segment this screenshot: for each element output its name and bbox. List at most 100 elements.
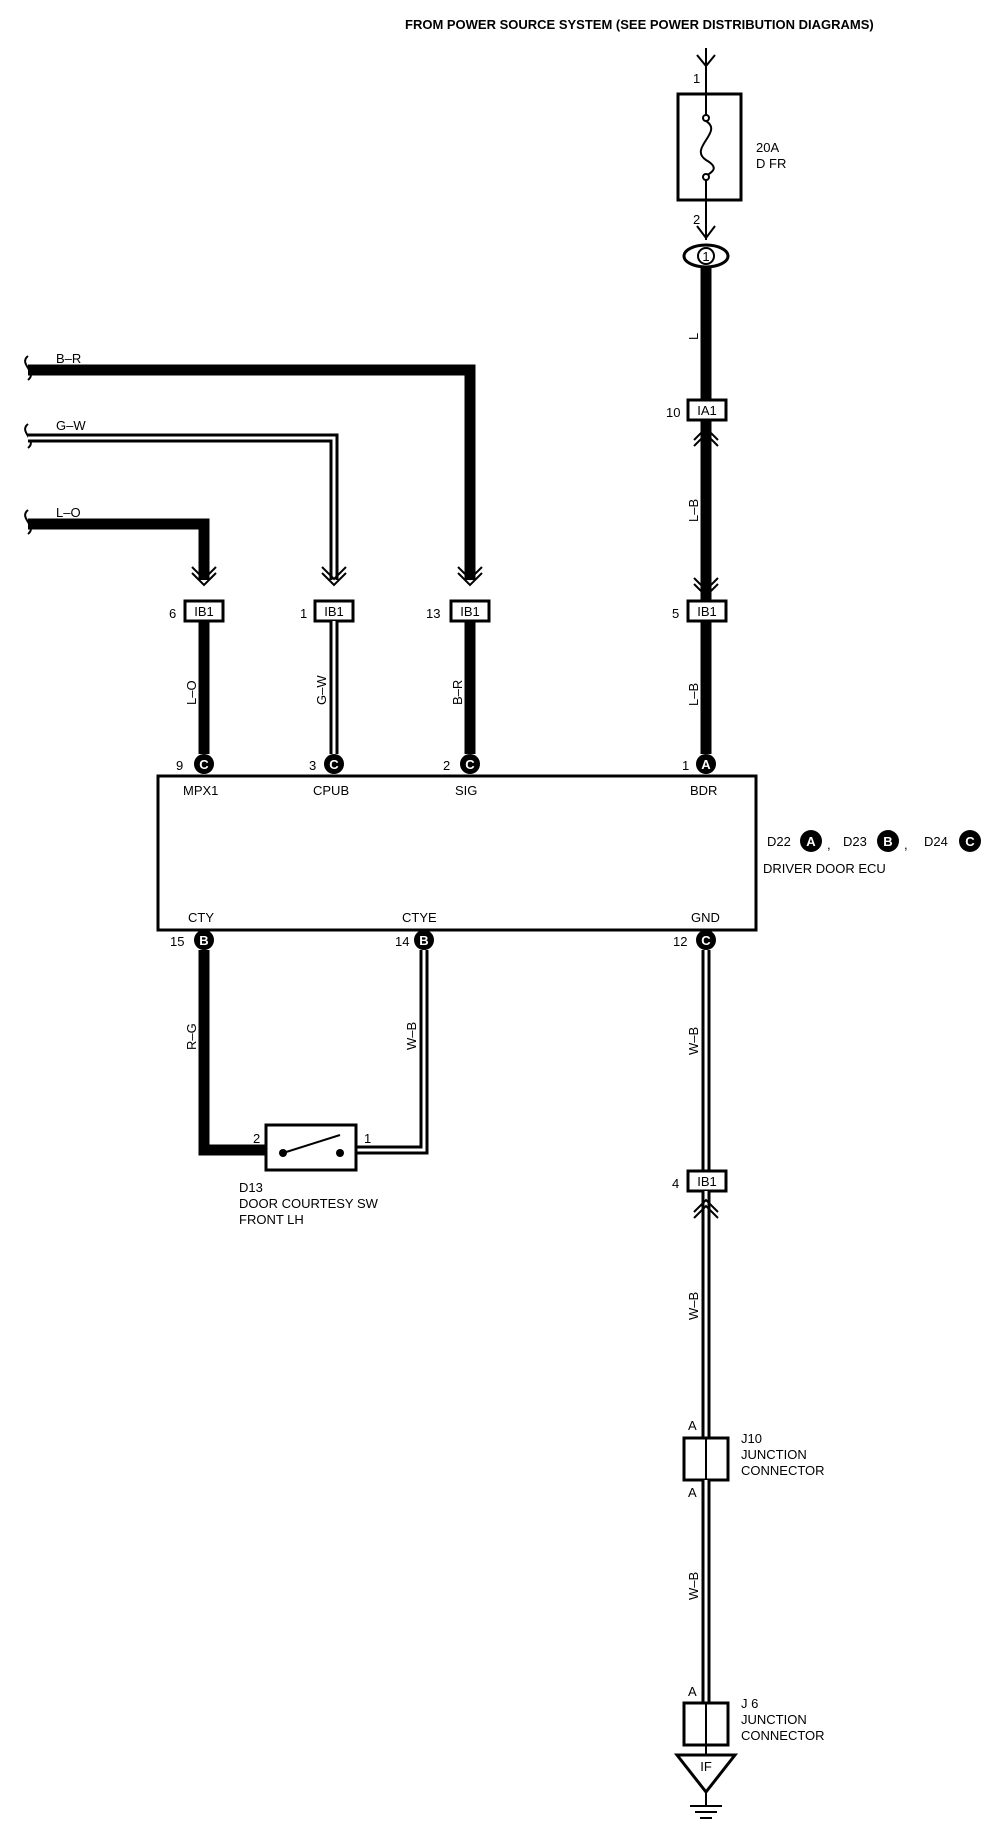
wire-wb-gnd-mid <box>693 1191 719 1438</box>
wire-label-lb-lower: L–B <box>686 683 701 706</box>
ecu-title: DRIVER DOOR ECU <box>763 861 886 876</box>
wire-label-wb-gnd-low: W–B <box>686 1572 701 1600</box>
ib1-gnd-name: IB1 <box>697 1174 717 1189</box>
ib1-lo-pin: 6 <box>169 606 176 621</box>
wire-label-gw-in: G–W <box>56 418 86 433</box>
fuse-pin-out: 2 <box>693 212 700 227</box>
ctye-pin: 14 <box>395 934 409 949</box>
wire-label-wb-ctye: W–B <box>404 1022 419 1050</box>
wire-lo-incoming <box>24 509 217 587</box>
terminal-gnd: GND 12 C <box>673 910 720 950</box>
terminal-mpx1: 9 C MPX1 <box>176 754 218 798</box>
ecu-ref-sep-2: , <box>904 837 908 852</box>
ecu-ref-sep-1: , <box>827 837 831 852</box>
bdr-letter: A <box>701 757 711 772</box>
bdr-label: BDR <box>690 783 717 798</box>
wire-rg <box>198 950 266 1156</box>
wire-lb-upper <box>693 420 719 600</box>
fuse-name: D FR <box>756 156 786 171</box>
cpub-letter: C <box>329 757 339 772</box>
fuse-to-splice-wire <box>696 200 716 240</box>
ecu-ref-a-id: D22 <box>767 834 791 849</box>
wire-label-l: L <box>686 333 701 340</box>
wire-label-lo-ecu: L–O <box>184 680 199 705</box>
wire-label-br-ecu: B–R <box>450 680 465 705</box>
ecu-ref-b-id: D23 <box>843 834 867 849</box>
ib1-power-pin: 5 <box>672 606 679 621</box>
switch-pin-right: 1 <box>364 1131 371 1146</box>
wire-label-rg: R–G <box>184 1023 199 1050</box>
fuse-rating: 20A <box>756 140 779 155</box>
ib1-gnd-pin: 4 <box>672 1176 679 1191</box>
wire-wb-ctye <box>356 950 429 1155</box>
ecu-ref-c-letter: C <box>965 834 975 849</box>
ground-label: IF <box>700 1759 712 1774</box>
j10-pin-top: A <box>688 1418 697 1433</box>
splice-point: 1 <box>682 243 730 269</box>
door-courtesy-switch: 2 1 <box>253 1123 371 1172</box>
j10-desc-2: CONNECTOR <box>741 1463 825 1478</box>
splice-label: 1 <box>702 249 709 264</box>
ib1-gw-pin: 1 <box>300 606 307 621</box>
j10-id: J10 <box>741 1431 762 1446</box>
ib1-br-name: IB1 <box>460 604 480 619</box>
mpx1-pin: 9 <box>176 758 183 773</box>
ib1-lo-name: IB1 <box>194 604 214 619</box>
mpx1-label: MPX1 <box>183 783 218 798</box>
ecu-ref-b-letter: B <box>883 834 892 849</box>
fuse-20a-dfr: 1 20A D FR 2 <box>676 71 786 227</box>
j6-id: J 6 <box>741 1696 758 1711</box>
cpub-label: CPUB <box>313 783 349 798</box>
junction-j10: A A J10 JUNCTION CONNECTOR <box>682 1418 825 1500</box>
cpub-pin: 3 <box>309 758 316 773</box>
j6-desc-2: CONNECTOR <box>741 1728 825 1743</box>
connector-ib1-lo: 6 IB1 <box>169 599 225 623</box>
cty-label: CTY <box>188 910 214 925</box>
power-source-label: FROM POWER SOURCE SYSTEM (SEE POWER DIST… <box>405 17 874 32</box>
connector-ib1-br: 13 IB1 <box>426 599 491 623</box>
wire-label-wb-gnd-mid: W–B <box>686 1292 701 1320</box>
j10-pin-bottom: A <box>688 1485 697 1500</box>
wire-label-lb-upper: L–B <box>686 499 701 522</box>
terminal-cty: CTY 15 B <box>170 910 214 950</box>
ia1-name: IA1 <box>697 403 717 418</box>
terminal-ctye: CTYE 14 B <box>395 910 437 950</box>
j10-desc-1: JUNCTION <box>741 1447 807 1462</box>
ecu-ref-c-id: D24 <box>924 834 948 849</box>
terminal-cpub: 3 C CPUB <box>309 754 349 798</box>
connector-ib1-gw: 1 IB1 <box>300 599 355 623</box>
sig-pin: 2 <box>443 758 450 773</box>
wire-label-gw-ecu: G–W <box>314 675 329 705</box>
wire-gw-incoming <box>24 423 347 587</box>
connector-ib1-power: 5 IB1 <box>672 599 728 623</box>
junction-j6: A J 6 JUNCTION CONNECTOR <box>682 1684 825 1747</box>
ecu-ref-a-letter: A <box>806 834 816 849</box>
ib1-br-pin: 13 <box>426 606 440 621</box>
wire-label-lo-in: L–O <box>56 505 81 520</box>
terminal-bdr: 1 A BDR <box>682 754 717 798</box>
terminal-sig: 2 C SIG <box>443 754 480 798</box>
j6-pin-top: A <box>688 1684 697 1699</box>
switch-id: D13 <box>239 1180 263 1195</box>
switch-desc-1: DOOR COURTESY SW <box>239 1196 379 1211</box>
ctye-letter: B <box>419 933 428 948</box>
connector-ia1: 10 IA1 <box>666 398 728 422</box>
ib1-gw-name: IB1 <box>324 604 344 619</box>
gnd-pin: 12 <box>673 934 687 949</box>
gnd-letter: C <box>701 933 711 948</box>
driver-door-ecu-box <box>156 774 758 932</box>
cty-pin: 15 <box>170 934 184 949</box>
ground-symbol: IF <box>673 1745 739 1819</box>
wire-br-incoming <box>24 355 483 587</box>
switch-desc-2: FRONT LH <box>239 1212 304 1227</box>
bdr-pin: 1 <box>682 758 689 773</box>
sig-letter: C <box>465 757 475 772</box>
cty-letter: B <box>199 933 208 948</box>
ecu-refs: D22 A , D23 B , D24 C <box>767 830 981 852</box>
wire-label-br-in: B–R <box>56 351 81 366</box>
ib1-power-name: IB1 <box>697 604 717 619</box>
gnd-label: GND <box>691 910 720 925</box>
sig-label: SIG <box>455 783 477 798</box>
mpx1-letter: C <box>199 757 209 772</box>
